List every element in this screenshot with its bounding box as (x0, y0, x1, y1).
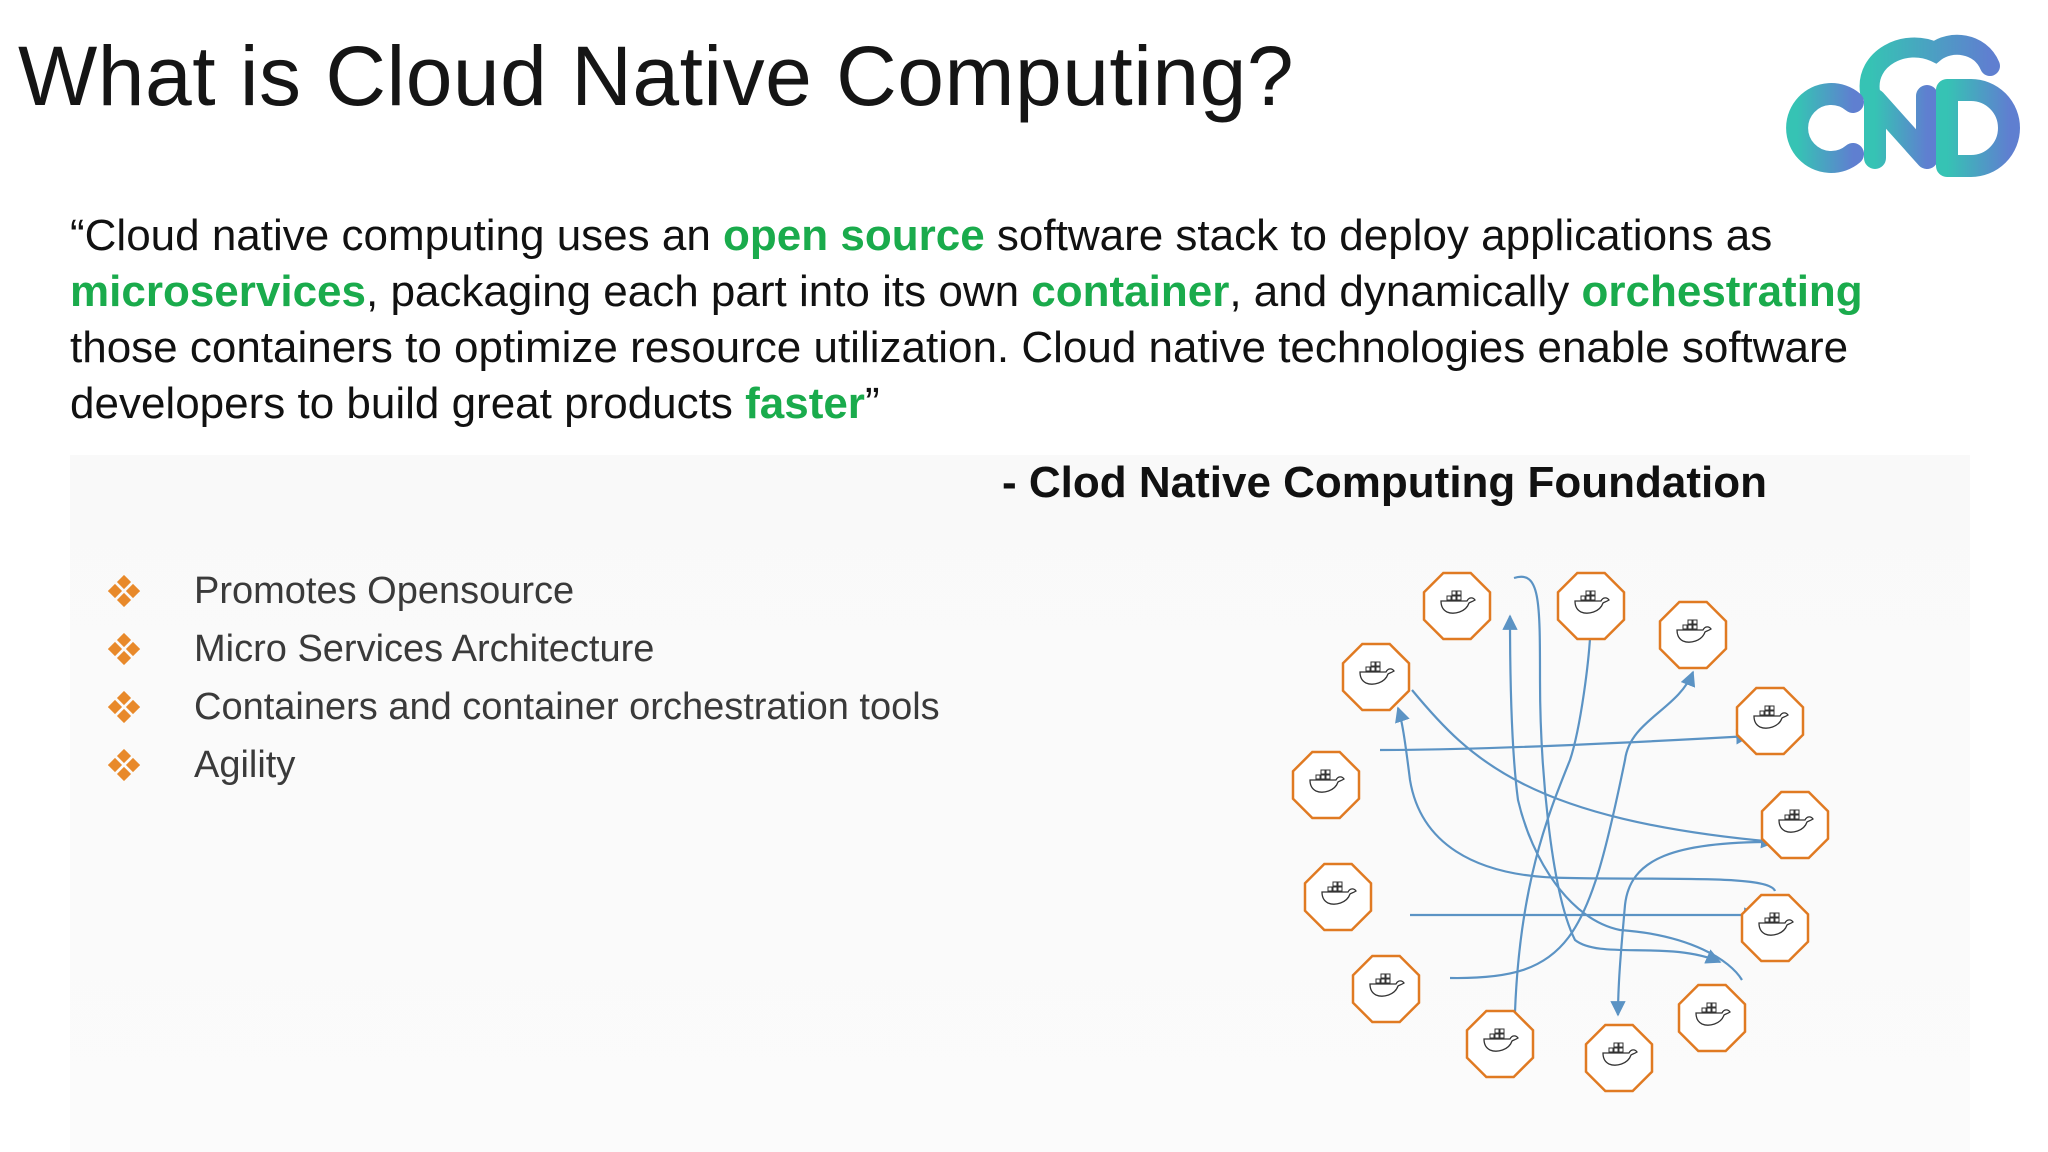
connector-arrow (1379, 729, 1752, 752)
quote-text: , packaging each part into its own (366, 267, 1032, 316)
connector-arrow (1449, 670, 1696, 980)
quote-text: those containers to optimize resource ut… (70, 323, 1849, 428)
quote-text: ” (864, 379, 880, 428)
container-node (1305, 864, 1371, 930)
bullet-text: Micro Services Architecture (194, 627, 655, 670)
quote-highlight-container: container (1031, 267, 1230, 316)
container-node (1424, 573, 1490, 639)
container-node (1742, 895, 1808, 961)
connector-arrow (1502, 614, 1743, 981)
container-node (1558, 573, 1624, 639)
quote-highlight-open-source: open source (723, 211, 985, 260)
quote-text: software stack to deploy applications as (984, 211, 1773, 260)
content-background (70, 455, 1970, 1152)
connector-arrow (1610, 840, 1789, 1017)
bullet-text: Agility (194, 743, 296, 786)
bullet-text: Promotes Opensource (194, 569, 575, 612)
container-node (1660, 602, 1726, 668)
container-node (1762, 792, 1828, 858)
microservices-network-diagram (1270, 560, 1870, 1100)
diamond-dots-icon (108, 691, 140, 723)
bullet-text: Containers and container orchestration t… (194, 685, 940, 728)
quote-highlight-microservices: microservices (70, 267, 366, 316)
bullet-item: Promotes Opensource (108, 562, 940, 620)
cloud-cnd-logo (1786, 34, 2020, 177)
diamond-dots-icon (108, 575, 140, 607)
container-node (1353, 956, 1419, 1022)
connector-arrow (1395, 706, 1777, 892)
quote-attribution: - Clod Native Computing Foundation (1002, 458, 1768, 507)
container-node (1737, 688, 1803, 754)
bullet-item: Containers and container orchestration t… (108, 678, 940, 736)
connector-arrow (1411, 689, 1777, 849)
bullet-item: Agility (108, 736, 940, 794)
cncf-quote: “Cloud native computing uses an open sou… (70, 208, 1870, 432)
container-node (1679, 985, 1745, 1051)
quote-text: , and dynamically (1229, 267, 1582, 316)
container-node (1586, 1025, 1652, 1091)
bullet-list: Promotes Opensource Micro Services Archi… (108, 562, 940, 794)
connector-arrow (1513, 575, 1722, 964)
diamond-dots-icon (108, 633, 140, 665)
slide-title: What is Cloud Native Computing? (18, 29, 1295, 123)
container-node (1343, 644, 1409, 710)
quote-highlight-faster: faster (745, 379, 865, 428)
connector-arrow (1513, 616, 1599, 1013)
quote-highlight-orchestrating: orchestrating (1581, 267, 1863, 316)
quote-text: “Cloud native computing uses an (70, 211, 724, 260)
container-node (1293, 752, 1359, 818)
bullet-item: Micro Services Architecture (108, 620, 940, 678)
container-node (1467, 1011, 1533, 1077)
diamond-dots-icon (108, 749, 140, 781)
